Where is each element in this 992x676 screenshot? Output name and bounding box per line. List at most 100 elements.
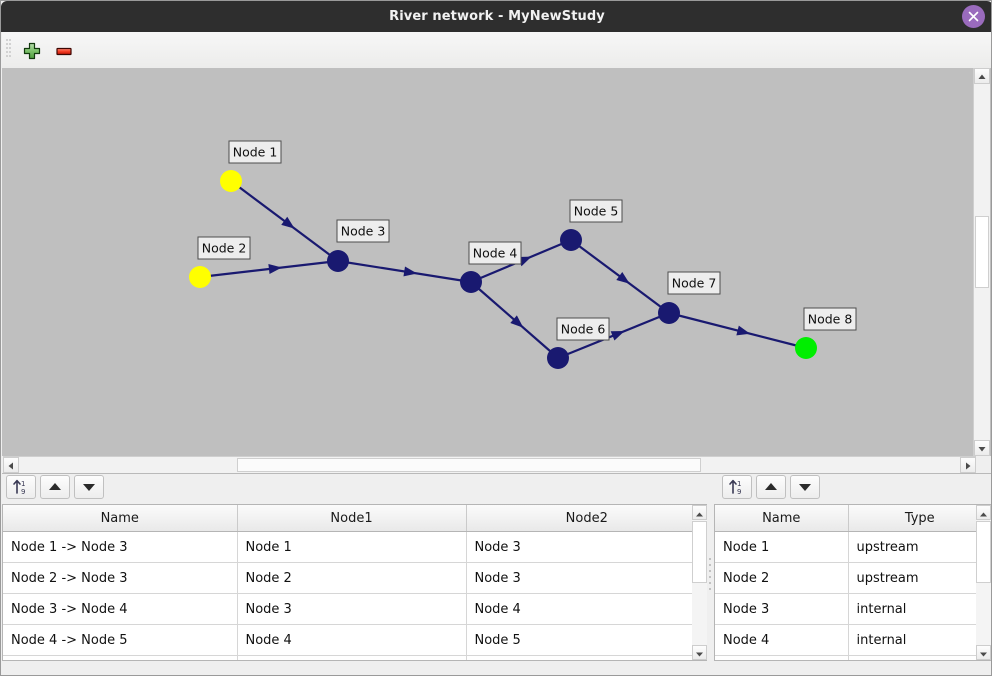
- network-canvas[interactable]: Node 1 Node 2 Node 3 Node 4 Node 5 Node 6 Node…: [2, 68, 992, 456]
- scroll-right-icon[interactable]: [960, 457, 976, 473]
- edge-Node4-to-Node6[interactable]: [470, 281, 559, 359]
- edge-Node5-to-Node7[interactable]: [570, 239, 670, 314]
- move-node-up-button[interactable]: [756, 475, 786, 499]
- branch-row-cell[interactable]: Node 4: [237, 624, 467, 656]
- edge-Node2-to-Node3[interactable]: [199, 259, 339, 279]
- edge-Node3-to-Node4[interactable]: [337, 259, 472, 284]
- node-row-cell[interactable]: upstream: [848, 562, 991, 594]
- branch-row-cell[interactable]: Node 4 -> Node 5: [3, 624, 238, 656]
- toolbar-grip[interactable]: [6, 39, 11, 61]
- edge-Node1-to-Node3[interactable]: [230, 180, 339, 262]
- scroll-up-icon[interactable]: [976, 505, 991, 520]
- scroll-up-icon[interactable]: [692, 505, 707, 520]
- branch-row-cell[interactable]: Node 3: [237, 593, 467, 625]
- sort-nodes-button[interactable]: 1 9: [722, 475, 752, 499]
- edges-layer: [199, 180, 807, 360]
- canvas-vscroll-thumb[interactable]: [975, 216, 989, 288]
- branch-row-cell[interactable]: Node 2: [237, 562, 467, 594]
- network-node-node-2[interactable]: [189, 266, 211, 288]
- node-row-cell[interactable]: internal: [848, 593, 991, 625]
- nodes-column-header[interactable]: Name: [715, 505, 849, 532]
- edge-Node6-to-Node7[interactable]: [557, 311, 670, 360]
- network-diagram[interactable]: Node 1 Node 2 Node 3 Node 4 Node 5 Node 6 Node…: [2, 68, 992, 456]
- branches-column-header[interactable]: Node2: [466, 505, 707, 532]
- add-node-button[interactable]: [22, 41, 42, 61]
- scroll-down-icon[interactable]: [692, 645, 707, 660]
- node-row-cell[interactable]: Node 4: [715, 624, 849, 656]
- branch-row-cell[interactable]: Node 1 -> Node 3: [3, 531, 238, 563]
- node-row-cell[interactable]: internal: [848, 624, 991, 656]
- window-titlebar[interactable]: River network - MyNewStudy: [1, 1, 991, 32]
- network-node-node-6[interactable]: [547, 347, 569, 369]
- move-node-down-button[interactable]: [790, 475, 820, 499]
- node-row-cell[interactable]: Node 2: [715, 562, 849, 594]
- svg-text:Node 6: Node 6: [561, 322, 606, 337]
- sort-branches-button[interactable]: 1 9: [6, 475, 36, 499]
- branch-row-cell[interactable]: Node 2 -> Node 3: [3, 562, 238, 594]
- splitter-handle-dots: [709, 558, 712, 592]
- scroll-down-icon[interactable]: [974, 440, 990, 456]
- canvas-horizontal-scrollbar[interactable]: [3, 456, 976, 473]
- node-label-node-4[interactable]: Node 4: [468, 241, 522, 265]
- move-branch-up-button[interactable]: [40, 475, 70, 499]
- edge-Node7-to-Node8[interactable]: [668, 311, 807, 350]
- node-label-node-1[interactable]: Node 1: [228, 140, 282, 164]
- branch-row-cell[interactable]: Node 3: [466, 562, 707, 594]
- nodes-column-header[interactable]: Type: [848, 505, 991, 532]
- network-node-node-8[interactable]: [795, 337, 817, 359]
- network-node-node-7[interactable]: [658, 302, 680, 324]
- branches-column-header[interactable]: Name: [3, 505, 238, 532]
- node-row-empty[interactable]: [715, 655, 991, 660]
- vertical-splitter[interactable]: [707, 474, 714, 675]
- svg-text:Node 4: Node 4: [473, 246, 518, 261]
- node-row-cell[interactable]: Node 3: [715, 593, 849, 625]
- canvas-vertical-scrollbar[interactable]: [973, 68, 990, 456]
- branches-column-header[interactable]: Node1: [237, 505, 467, 532]
- scroll-left-icon[interactable]: [3, 457, 19, 473]
- branch-row-cell[interactable]: Node 3 -> Node 4: [3, 593, 238, 625]
- scroll-up-icon[interactable]: [974, 68, 990, 84]
- close-icon[interactable]: [962, 5, 985, 28]
- branch-row-cell[interactable]: Node 5: [466, 624, 707, 656]
- network-node-node-1[interactable]: [220, 170, 242, 192]
- branch-row-cell[interactable]: Node 4: [466, 593, 707, 625]
- edge-arrow-icon: [736, 325, 751, 336]
- network-node-node-4[interactable]: [460, 271, 482, 293]
- canvas-hscroll-thumb[interactable]: [237, 458, 701, 472]
- branch-row-cell[interactable]: Node 1: [237, 531, 467, 563]
- node-label-node-7[interactable]: Node 7: [667, 271, 721, 295]
- branches-vertical-scrollbar[interactable]: [692, 504, 708, 661]
- node-label-node-2[interactable]: Node 2: [197, 236, 251, 260]
- move-branch-down-button[interactable]: [74, 475, 104, 499]
- node-label-node-5[interactable]: Node 5: [569, 199, 623, 223]
- branches-vscroll-thumb[interactable]: [692, 521, 707, 583]
- network-node-node-5[interactable]: [560, 229, 582, 251]
- branches-pane: 1 9 Name Node1 Node2: [2, 474, 708, 675]
- network-node-node-3[interactable]: [327, 250, 349, 272]
- scroll-down-icon[interactable]: [976, 645, 991, 660]
- nodes-vertical-scrollbar[interactable]: [976, 504, 991, 661]
- branch-row-cell[interactable]: Node 3: [466, 531, 707, 563]
- delete-node-button[interactable]: [54, 41, 74, 61]
- node-row-cell[interactable]: Node 1: [715, 531, 849, 563]
- node-label-node-3[interactable]: Node 3: [336, 219, 390, 243]
- nodes-layer: [189, 170, 817, 369]
- branch-row-empty[interactable]: [3, 655, 707, 660]
- node-row-cell[interactable]: upstream: [848, 531, 991, 563]
- node-label-node-8[interactable]: Node 8: [803, 307, 857, 331]
- node-label-node-6[interactable]: Node 6: [556, 317, 610, 341]
- nodes-vscroll-thumb[interactable]: [976, 521, 991, 583]
